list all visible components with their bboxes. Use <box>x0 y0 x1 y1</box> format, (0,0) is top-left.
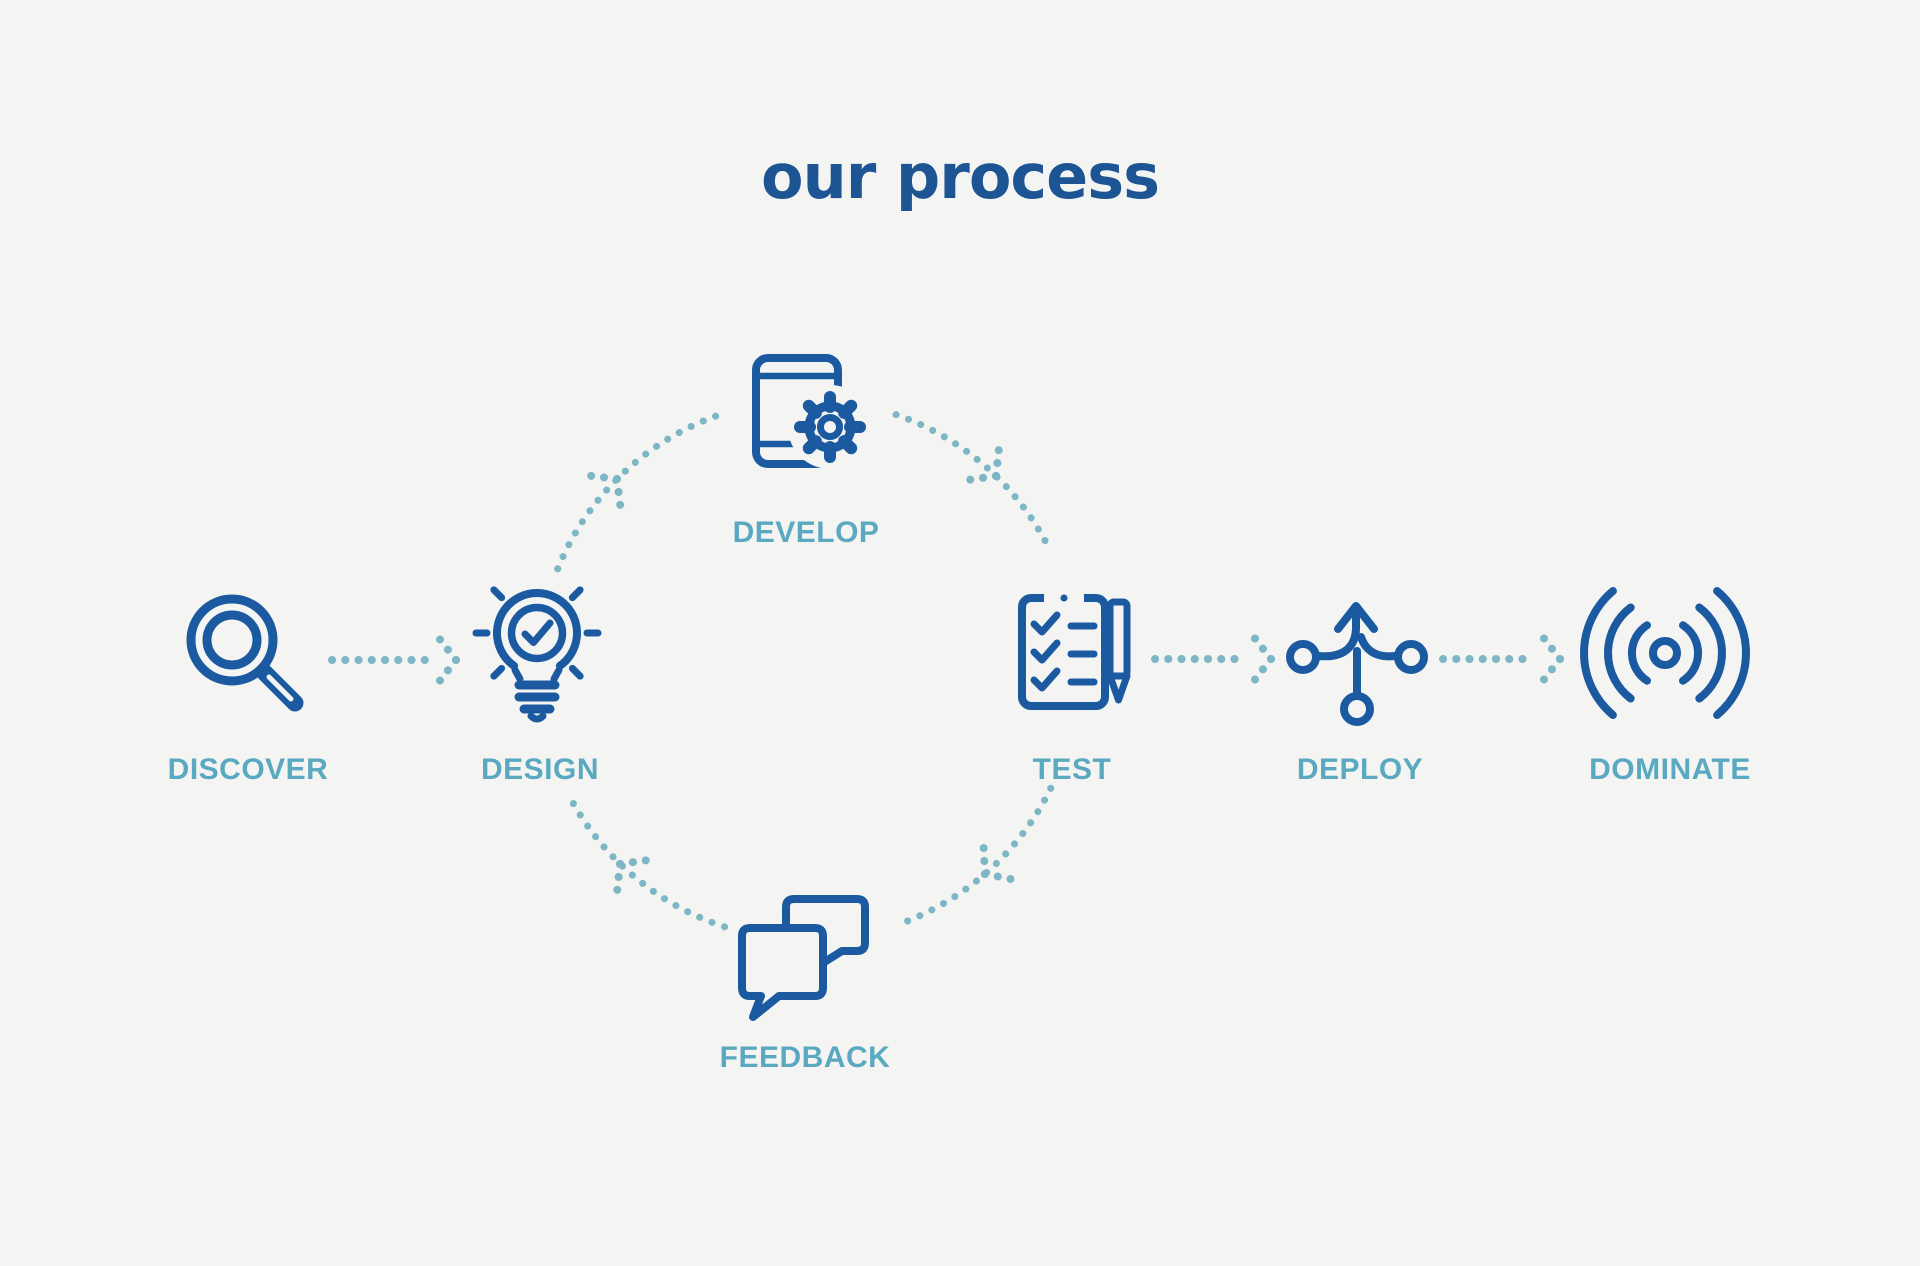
lightbulb-check-icon <box>472 586 602 723</box>
stage-label-develop: DEVELOP <box>732 516 880 549</box>
gear-icon <box>794 391 866 463</box>
pencil-icon <box>1106 598 1131 704</box>
arrowhead-icon <box>1251 634 1275 684</box>
arc-design-to-develop <box>554 411 724 573</box>
arrow-deploy-to-dominate <box>1439 634 1564 684</box>
arrowhead-icon <box>1540 634 1564 684</box>
arrowhead-icon <box>979 844 1015 883</box>
arrowhead-icon <box>613 856 650 894</box>
stage-label-deploy: DEPLOY <box>1296 753 1424 786</box>
chat-bubbles-icon <box>738 895 869 1021</box>
arrow-test-to-deploy <box>1151 634 1275 684</box>
arc-feedback-to-design <box>566 793 729 931</box>
merge-arrow-icon <box>1286 602 1428 726</box>
stage-label-dominate: DOMINATE <box>1589 753 1751 786</box>
arrowhead-icon <box>966 446 1003 484</box>
stage-label-feedback: FEEDBACK <box>719 1041 891 1074</box>
arrow-discover-to-design <box>328 635 460 685</box>
arrowhead-icon <box>587 471 625 509</box>
stage-label-test: TEST <box>1032 753 1112 786</box>
stage-label-design: DESIGN <box>480 753 600 786</box>
arrowhead-icon <box>436 635 460 685</box>
search-icon <box>186 594 304 712</box>
arc-develop-to-test <box>892 411 1053 551</box>
stage-label-discover: DISCOVER <box>167 753 329 786</box>
broadcast-signal-icon <box>1580 587 1750 719</box>
page-title: our process <box>760 140 1160 213</box>
phone-gear-icon <box>752 354 872 469</box>
clipboard-checklist-pencil-icon <box>1018 589 1131 710</box>
arc-test-to-feedback <box>901 784 1055 926</box>
